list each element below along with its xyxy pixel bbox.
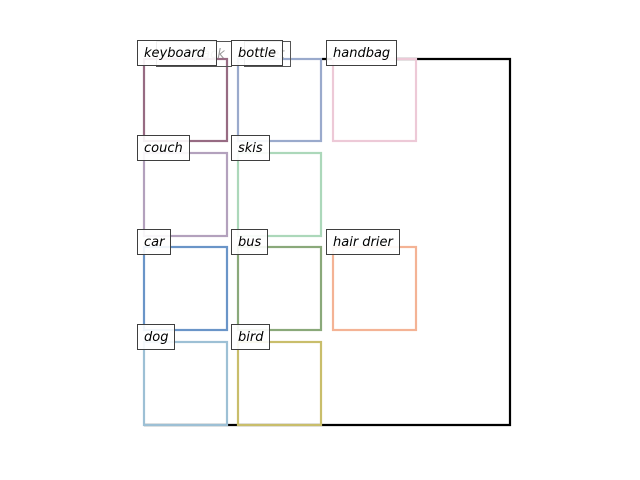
box-bird (236, 340, 323, 427)
label-hair-drier: hair drier (326, 229, 400, 255)
box-bus (236, 245, 323, 332)
label-bottle: bottle (231, 40, 284, 66)
label-bus: bus (231, 229, 269, 255)
box-hair-drier (331, 245, 418, 332)
box-car (142, 245, 229, 332)
label-dog: dog (137, 324, 176, 350)
label-couch: couch (137, 135, 190, 161)
label-handbag: handbag (326, 40, 398, 66)
box-skis (236, 151, 323, 238)
box-bottle (236, 57, 323, 143)
box-handbag (331, 57, 418, 143)
label-bird: bird (231, 324, 271, 350)
box-dog (142, 340, 229, 427)
box-couch (142, 151, 229, 238)
label-keyboard: keyboard (137, 40, 217, 66)
box-keyboard (142, 57, 229, 143)
label-skis: skis (231, 135, 270, 161)
label-car: car (137, 229, 172, 255)
